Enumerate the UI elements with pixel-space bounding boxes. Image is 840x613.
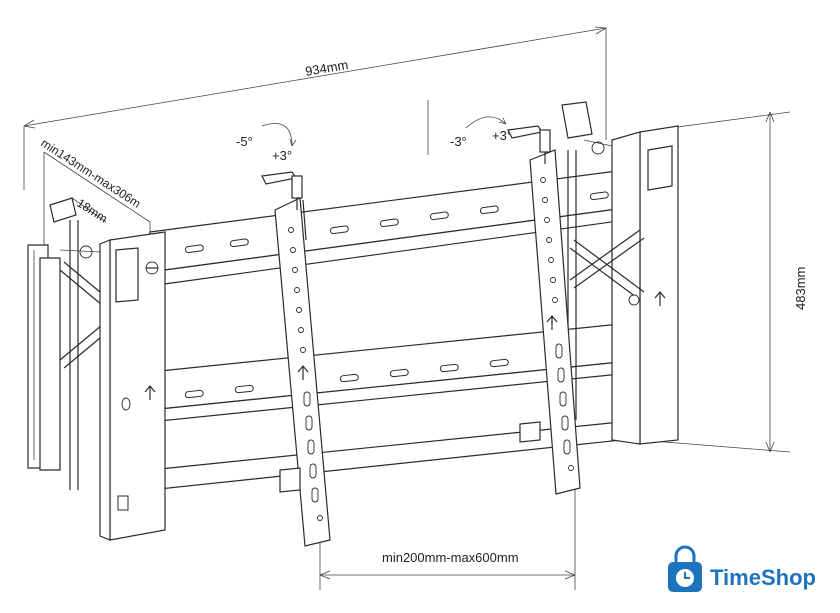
knob-handle-icon [261,171,307,241]
tilt-right-plus: +3° [492,128,512,143]
tilt-right-minus: -3° [450,134,467,149]
depth-dimension: min143mm-max306m 18mm [38,136,151,250]
lower-rail-slots [184,358,509,399]
shopping-bag-clock-icon [668,545,702,592]
tilt-left: -5° +3° [236,123,297,163]
vesa-label: min200mm-max600mm [382,550,519,565]
vesa-dimension: min200mm-max600mm [319,480,576,590]
knob-handle-icon [507,125,551,164]
offset-label: 18mm [74,196,110,226]
left-backplate [27,244,61,471]
base-feet [279,421,541,493]
depth-label: min143mm-max306m [38,136,143,211]
tilt-left-plus: +3° [272,148,292,163]
width-label: 934mm [304,57,349,79]
right-arm-holes [540,177,574,471]
brand-logo: TimeShop [668,545,816,592]
upper-rail-slots [184,191,609,254]
tilt-right: -3° +3° [427,100,512,155]
tilt-left-minus: -5° [236,134,253,149]
up-arrow-icon [144,385,156,400]
width-dimension: 934mm [23,26,607,190]
up-arrow-icon [546,315,558,330]
up-arrow-icon [654,291,666,306]
right-tilt-arm [529,149,581,495]
right-scissor [561,101,645,420]
left-tilt-arm [274,197,331,547]
left-scissor [49,197,125,490]
left-arm-holes [288,227,323,521]
height-label: 483mm [793,267,808,310]
up-arrow-icon [297,365,309,380]
brand-name: TimeShop [710,565,816,590]
right-backplate [611,125,679,445]
left-post [99,231,166,541]
